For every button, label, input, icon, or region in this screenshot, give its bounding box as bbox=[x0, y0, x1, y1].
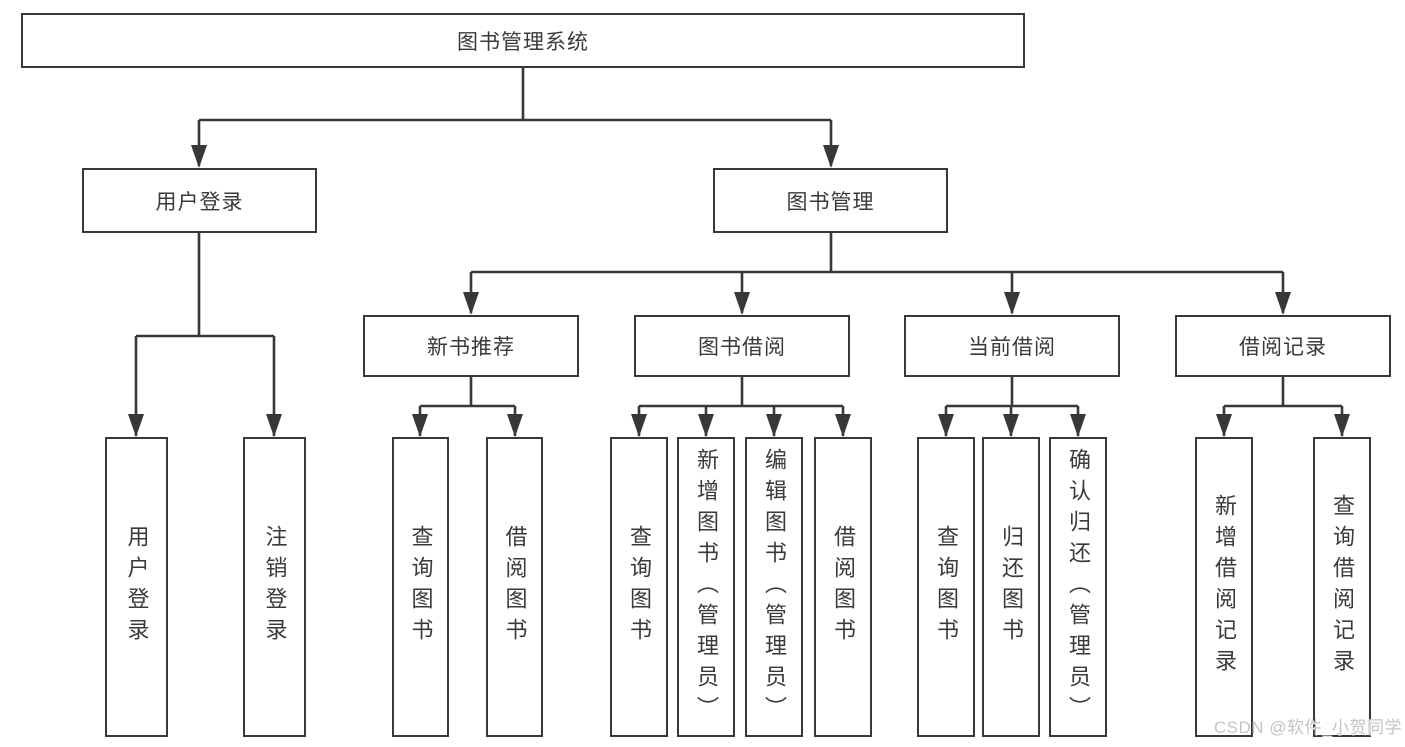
node-borrow-query-book: 查询图书 bbox=[610, 437, 668, 737]
node-current-return-book: 归还图书 bbox=[982, 437, 1040, 737]
edge-book-borrow-children bbox=[637, 377, 845, 436]
edge-borrow-record-children bbox=[1222, 377, 1344, 436]
node-borrow-record-label: 借阅记录 bbox=[1239, 336, 1327, 359]
node-record-add: 新增借阅记录 bbox=[1195, 437, 1253, 737]
node-current-query-book-label: 查询图书 bbox=[934, 525, 959, 649]
edge-root-to-level2 bbox=[197, 68, 833, 166]
node-new-book-recommend-label: 新书推荐 bbox=[427, 336, 515, 359]
arrowhead bbox=[191, 145, 207, 168]
node-root: 图书管理系统 bbox=[21, 13, 1025, 68]
arrowhead bbox=[766, 414, 782, 437]
arrowhead bbox=[1275, 292, 1291, 315]
arrowhead bbox=[463, 292, 479, 315]
node-record-query: 查询借阅记录 bbox=[1313, 437, 1371, 737]
node-borrow-query-book-label: 查询图书 bbox=[627, 525, 652, 649]
node-current-borrow: 当前借阅 bbox=[904, 315, 1120, 377]
node-borrow-add-book: 新增图书（管理员） bbox=[677, 437, 735, 737]
arrowhead bbox=[938, 414, 954, 437]
edge-book-management-children bbox=[469, 233, 1285, 313]
arrowhead bbox=[823, 145, 839, 168]
arrowhead bbox=[734, 292, 750, 315]
node-borrow-borrow-book: 借阅图书 bbox=[814, 437, 872, 737]
node-record-add-label: 新增借阅记录 bbox=[1212, 494, 1237, 680]
node-rec-query-book: 查询图书 bbox=[392, 437, 449, 737]
node-current-query-book: 查询图书 bbox=[917, 437, 975, 737]
arrowhead bbox=[507, 414, 523, 437]
arrowhead bbox=[1216, 414, 1232, 437]
arrowhead bbox=[412, 414, 428, 437]
node-login: 用户登录 bbox=[105, 437, 168, 737]
node-book-borrow: 图书借阅 bbox=[634, 315, 850, 377]
arrowhead bbox=[128, 414, 144, 437]
node-logout-label: 注销登录 bbox=[262, 525, 288, 649]
arrowhead bbox=[266, 414, 282, 437]
arrowhead bbox=[698, 414, 714, 437]
arrowhead bbox=[1334, 414, 1350, 437]
node-borrow-record: 借阅记录 bbox=[1175, 315, 1391, 377]
node-logout: 注销登录 bbox=[243, 437, 306, 737]
arrowhead bbox=[835, 414, 851, 437]
node-user-login-label: 用户登录 bbox=[155, 190, 244, 214]
node-borrow-borrow-book-label: 借阅图书 bbox=[831, 525, 856, 649]
edge-new-book-children bbox=[418, 377, 517, 436]
node-current-confirm-return-label: 确认归还（管理员） bbox=[1066, 447, 1091, 727]
node-book-management: 图书管理 bbox=[713, 168, 948, 233]
arrowhead bbox=[1070, 414, 1086, 437]
edge-current-borrow-children bbox=[944, 377, 1080, 436]
node-user-login: 用户登录 bbox=[82, 168, 317, 233]
arrowhead bbox=[631, 414, 647, 437]
node-book-management-label: 图书管理 bbox=[786, 190, 875, 214]
arrowhead bbox=[1004, 292, 1020, 315]
node-current-return-book-label: 归还图书 bbox=[999, 525, 1024, 649]
node-record-query-label: 查询借阅记录 bbox=[1330, 494, 1355, 680]
arrowhead bbox=[1003, 414, 1019, 437]
node-current-confirm-return: 确认归还（管理员） bbox=[1049, 437, 1107, 737]
node-rec-query-book-label: 查询图书 bbox=[408, 525, 434, 649]
node-current-borrow-label: 当前借阅 bbox=[968, 336, 1056, 359]
node-borrow-edit-book-label: 编辑图书（管理员） bbox=[762, 447, 787, 727]
edge-user-login-children bbox=[134, 233, 276, 436]
node-new-book-recommend: 新书推荐 bbox=[363, 315, 579, 377]
watermark-text: CSDN @软件_小贺同学 bbox=[1213, 718, 1402, 737]
node-root-label: 图书管理系统 bbox=[457, 30, 589, 54]
node-book-borrow-label: 图书借阅 bbox=[698, 336, 786, 359]
node-rec-borrow-book-label: 借阅图书 bbox=[502, 525, 528, 649]
node-borrow-add-book-label: 新增图书（管理员） bbox=[694, 447, 719, 727]
node-rec-borrow-book: 借阅图书 bbox=[486, 437, 543, 737]
node-borrow-edit-book: 编辑图书（管理员） bbox=[745, 437, 803, 737]
node-login-label: 用户登录 bbox=[124, 525, 150, 649]
